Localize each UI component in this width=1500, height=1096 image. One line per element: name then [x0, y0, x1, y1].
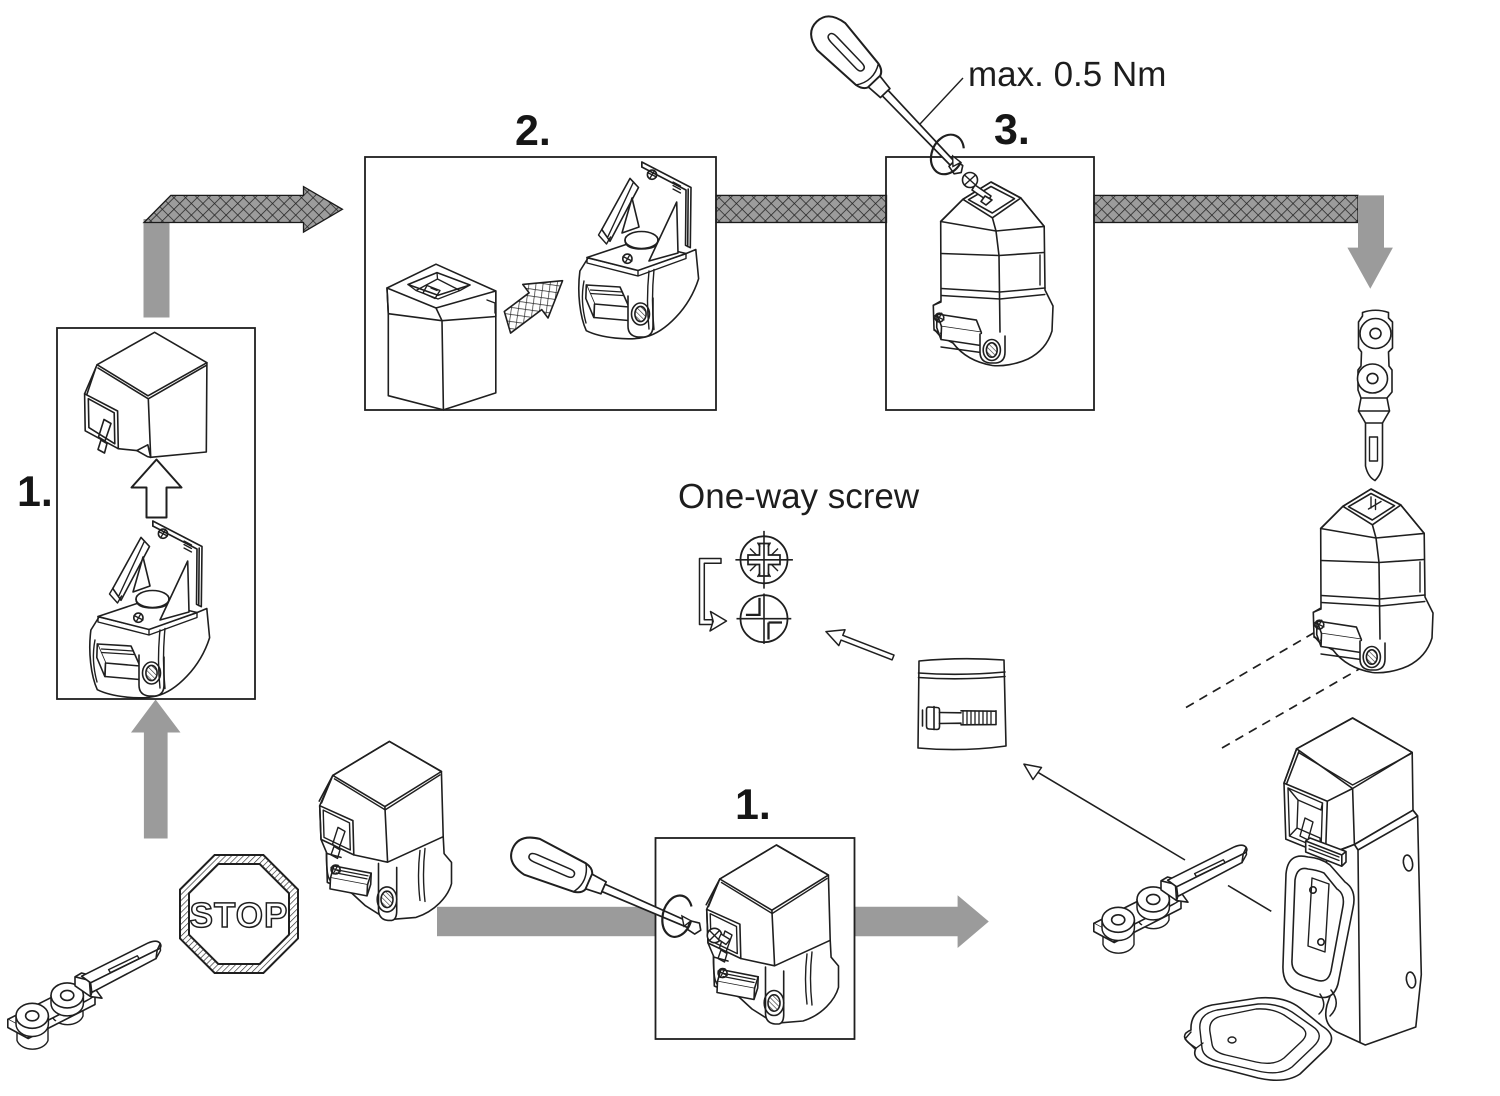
svg-text:2.: 2.: [515, 107, 551, 155]
svg-text:One-way screw: One-way screw: [678, 477, 920, 516]
svg-text:1.: 1.: [17, 468, 53, 516]
svg-text:max. 0.5 Nm: max. 0.5 Nm: [968, 55, 1166, 94]
svg-text:3.: 3.: [994, 106, 1030, 154]
svg-text:STOP: STOP: [190, 896, 289, 935]
svg-text:1.: 1.: [735, 781, 771, 829]
